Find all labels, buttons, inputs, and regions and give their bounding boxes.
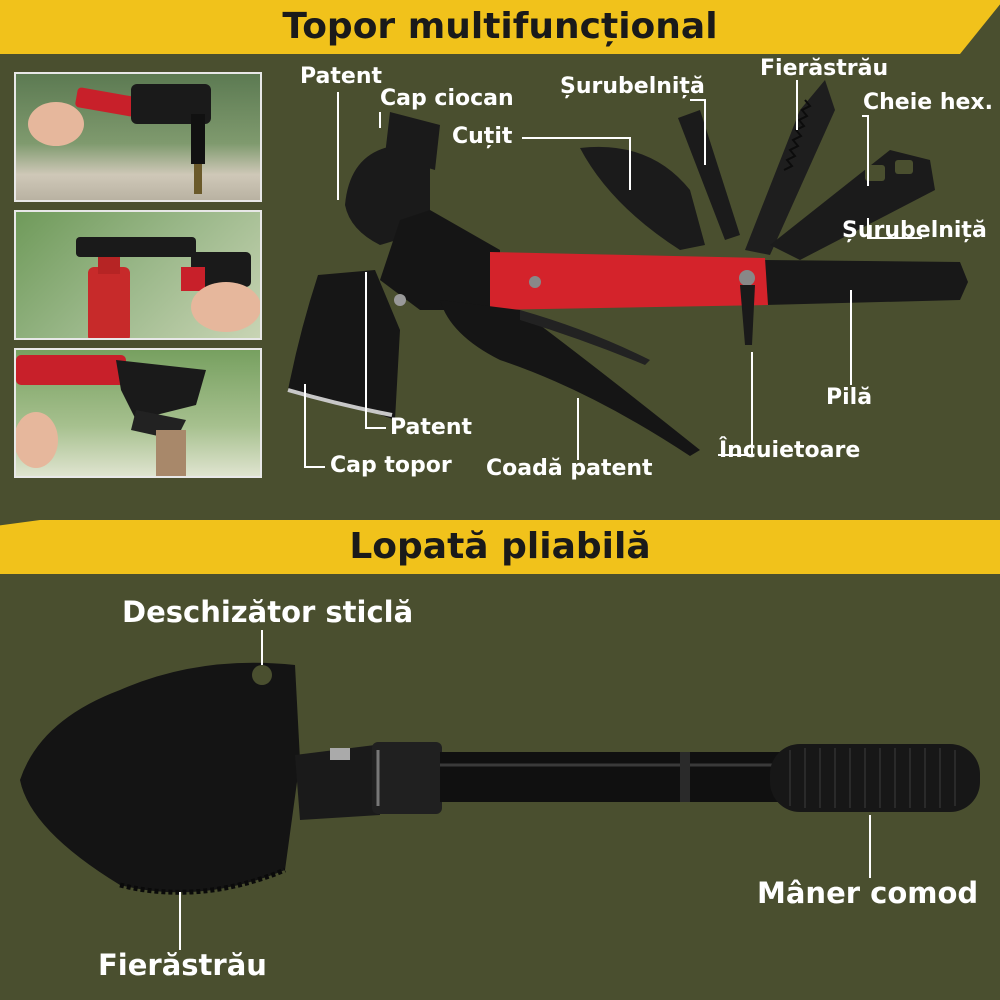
shovel-collar	[372, 742, 442, 814]
label-coada-patent: Coadă patent	[486, 456, 653, 481]
label-surubelnita-1: Șurubelniță	[560, 74, 705, 99]
photo-axe-chopping	[14, 348, 262, 478]
photo-hammer-illustration	[28, 84, 211, 194]
shovel-grip	[770, 744, 980, 812]
shovel-section-banner: Lopată pliabilă	[0, 520, 1000, 574]
screwdriver-tip	[678, 110, 740, 240]
label-patent-bottom: Patent	[390, 415, 472, 440]
photo-axe-illustration	[16, 355, 206, 476]
file-tool	[765, 260, 968, 305]
red-handle	[490, 252, 768, 310]
hex-key-tool	[770, 150, 935, 260]
label-cheie-hex: Cheie hex.	[863, 90, 993, 115]
multitool-drawing	[287, 80, 968, 468]
label-pila: Pilă	[826, 385, 873, 410]
label-deschizator-sticla: Deschizător sticlă	[122, 595, 414, 629]
lock-lever	[740, 285, 755, 345]
photo-bottle-illustration	[76, 237, 260, 338]
axe-section-banner: Topor multifuncțional	[0, 0, 1000, 54]
shovel-leader-lines	[179, 630, 871, 950]
label-ferastrau-shovel: Fierăstrău	[98, 948, 267, 982]
label-cap-topor: Cap topor	[330, 453, 452, 478]
plier-handle	[440, 300, 700, 456]
knife-blade	[580, 146, 705, 250]
axe-head	[288, 270, 400, 420]
grip-texture	[789, 748, 956, 808]
shovel-blade	[20, 662, 300, 893]
shovel-shaft	[440, 752, 780, 802]
photo-hammer-usage	[14, 72, 262, 202]
photo-bottle-opener	[14, 210, 262, 340]
label-surubelnita-2: Șurubelniță	[842, 218, 987, 243]
label-cutit: Cuțit	[452, 124, 513, 149]
label-cap-ciocan: Cap ciocan	[380, 86, 514, 111]
label-ferastrau-top: Fierăstrău	[760, 56, 889, 81]
axe-leader-lines	[304, 80, 922, 468]
shovel-section-title: Lopată pliabilă	[349, 526, 651, 567]
label-maner-comod: Mâner comod	[757, 876, 979, 910]
label-patent-top: Patent	[300, 64, 382, 89]
axe-section-title: Topor multifuncțional	[282, 6, 718, 47]
label-incuietoare: Încuietoare	[719, 438, 861, 463]
